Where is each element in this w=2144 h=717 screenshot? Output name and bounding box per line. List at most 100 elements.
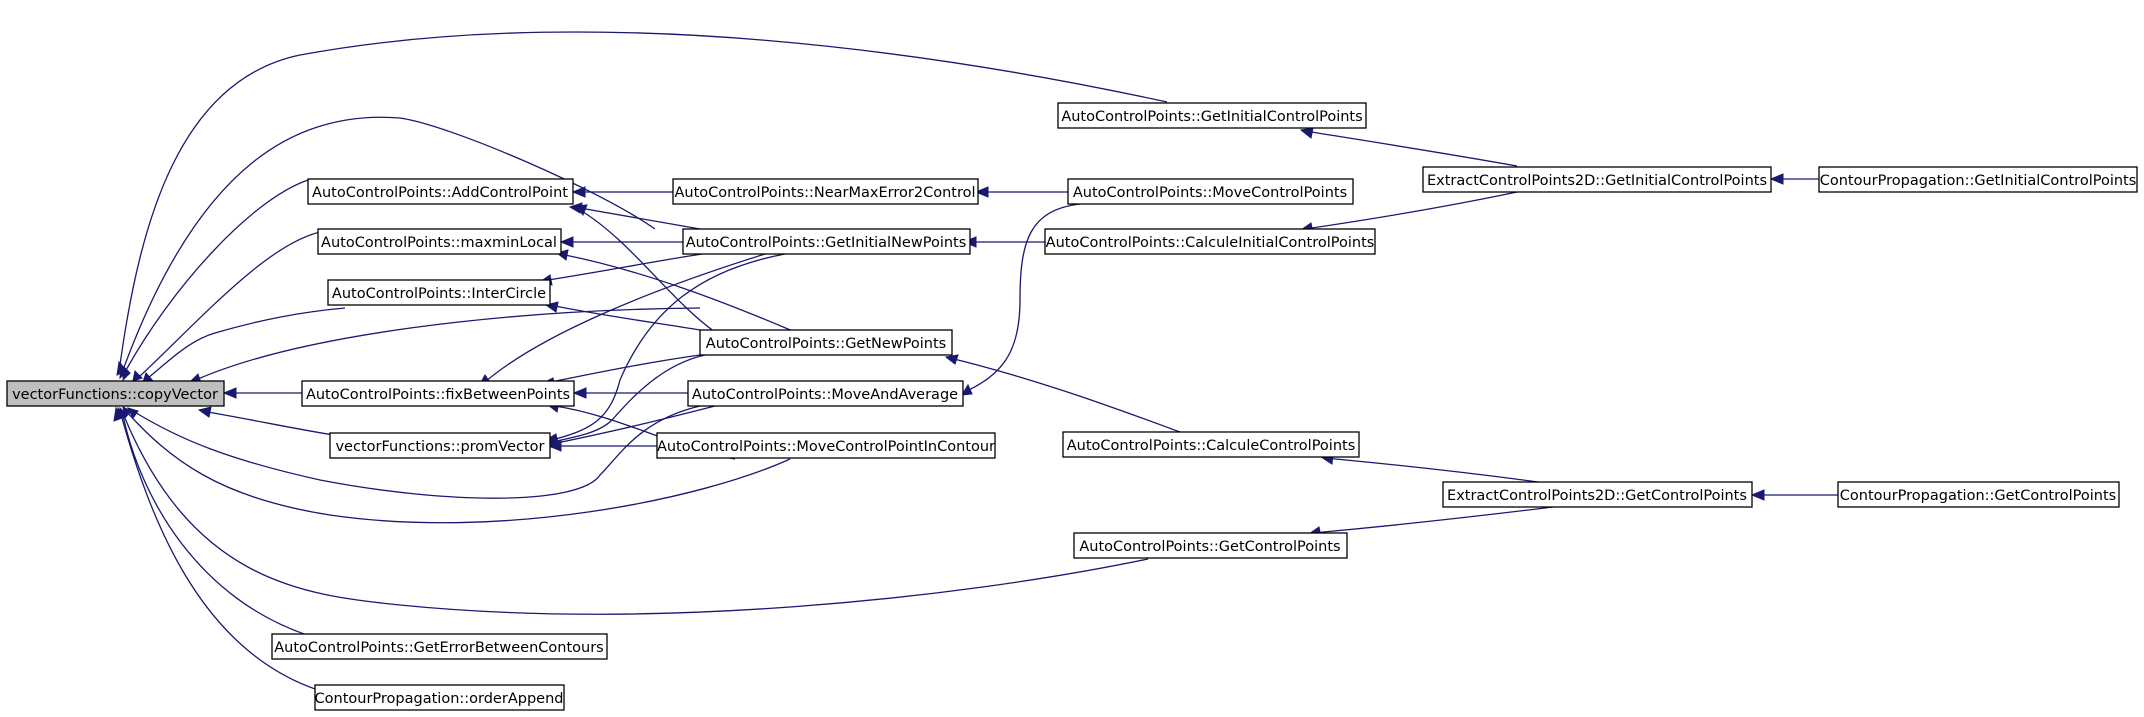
arrowhead	[575, 204, 588, 216]
node-addcontrolpoint[interactable]: AutoControlPoints::AddControlPoint	[307, 178, 574, 205]
node-label: AutoControlPoints::GetNewPoints	[706, 336, 946, 352]
edge-moveandaverage-to-promvector	[551, 405, 716, 445]
node-movecontrolpoints[interactable]: AutoControlPoints::MoveControlPoints	[1067, 178, 1354, 205]
node-geterrorbetweencontours[interactable]: AutoControlPoints::GetErrorBetweenContou…	[271, 633, 608, 660]
node-label: AutoControlPoints::CalculeControlPoints	[1067, 438, 1356, 454]
node-box	[307, 178, 574, 205]
edge-orderappend-to-copyvector	[119, 410, 319, 691]
edge-calculecontrolpoints-to-getnewpoints	[949, 357, 1181, 433]
arrowhead	[961, 383, 973, 396]
node-box	[1422, 166, 1772, 193]
arrowhead	[132, 369, 143, 382]
node-getinitialnewpoints[interactable]: AutoControlPoints::GetInitialNewPoints	[682, 228, 971, 255]
node-box	[1062, 431, 1360, 458]
node-calculecontrolpoints[interactable]: AutoControlPoints::CalculeControlPoints	[1062, 431, 1360, 458]
edge-ecp-getcontrol-to-acp-getcontrol	[1312, 506, 1554, 534]
node-label: AutoControlPoints::GetInitialNewPoints	[686, 235, 967, 251]
edge-movecontrolpoints-to-moveandaverage	[964, 203, 1081, 393]
node-box	[301, 380, 575, 407]
arrowhead	[122, 365, 131, 382]
arrowhead	[222, 387, 237, 399]
node-acp-getcontrolpoints[interactable]: AutoControlPoints::GetControlPoints	[1073, 532, 1348, 559]
node-label: AutoControlPoints::AddControlPoint	[312, 185, 568, 201]
edge-ecp-getinitial-to-acp-getinitial	[1304, 130, 1518, 167]
node-label: ContourPropagation::GetControlPoints	[1840, 488, 2116, 504]
node-movecontrolpointincontour[interactable]: AutoControlPoints::MoveControlPointInCon…	[656, 432, 996, 459]
edge-ecp-getinitial-to-calculeinitial	[1304, 191, 1518, 230]
node-label: AutoControlPoints::InterCircle	[332, 286, 546, 302]
edge-getnewpoints-to-maxminlocal	[564, 254, 796, 333]
node-calculeinitialcontrolpoints[interactable]: AutoControlPoints::CalculeInitialControl…	[1044, 228, 1376, 255]
nodes: vectorFunctions::copyVector AutoControlP…	[6, 102, 2138, 711]
node-nearmaxerror2control[interactable]: AutoControlPoints::NearMaxError2Control	[672, 178, 979, 205]
node-box	[317, 228, 562, 255]
node-ecp-getinitialcontrolpoints[interactable]: ExtractControlPoints2D::GetInitialContro…	[1422, 166, 1772, 193]
edge-maxminlocal-to-copyvector	[139, 230, 326, 377]
node-orderappend[interactable]: ContourPropagation::orderAppend	[314, 684, 565, 711]
node-box	[327, 279, 551, 306]
arrowhead	[547, 440, 562, 452]
node-label: vectorFunctions::promVector	[335, 439, 544, 455]
node-label: AutoControlPoints::NearMaxError2Control	[675, 185, 976, 201]
node-fixbetweenpoints[interactable]: AutoControlPoints::fixBetweenPoints	[301, 380, 575, 407]
node-label: AutoControlPoints::GetControlPoints	[1079, 539, 1340, 555]
edge-getinitialnewpoints-to-addcontrolpoint	[579, 207, 701, 230]
edge-intercircle-to-copyvector	[147, 307, 346, 379]
edge-getinitialnewpoints-to-fixbetweenpoints	[484, 253, 766, 383]
node-label: AutoControlPoints::GetErrorBetweenContou…	[274, 640, 604, 656]
arrowhead	[559, 236, 574, 248]
node-label: ContourPropagation::orderAppend	[315, 691, 564, 707]
node-box	[1442, 481, 1753, 508]
node-label: AutoControlPoints::MoveControlPointInCon…	[657, 439, 995, 455]
node-box	[6, 380, 225, 407]
node-box	[656, 432, 996, 459]
arrowhead	[197, 406, 212, 418]
node-label: AutoControlPoints::MoveAndAverage	[692, 387, 958, 403]
node-acp-getinitialcontrolpoints[interactable]: AutoControlPoints::GetInitialControlPoin…	[1057, 102, 1367, 129]
edge-getnewpoints-to-intercircle	[554, 305, 701, 331]
node-box	[1057, 102, 1367, 129]
edge-ecp-getcontrol-to-calculecontrol	[1324, 457, 1554, 485]
edge-getinitialnewpoints-to-promvector	[551, 253, 786, 441]
node-maxminlocal[interactable]: AutoControlPoints::maxminLocal	[317, 228, 562, 255]
node-cp-getinitialcontrolpoints[interactable]: ContourPropagation::GetInitialControlPoi…	[1818, 166, 2138, 193]
node-label: AutoControlPoints::fixBetweenPoints	[306, 387, 570, 403]
node-box	[699, 329, 953, 356]
node-label: ContourPropagation::GetInitialControlPoi…	[1820, 173, 2137, 189]
node-box	[329, 432, 551, 459]
edge-getinitialnewpoints-to-intercircle	[547, 253, 703, 281]
node-box	[271, 633, 608, 660]
node-label: vectorFunctions::copyVector	[12, 387, 218, 403]
node-promvector[interactable]: vectorFunctions::promVector	[329, 432, 551, 459]
node-intercircle[interactable]: AutoControlPoints::InterCircle	[327, 279, 551, 306]
node-ecp-getcontrolpoints[interactable]: ExtractControlPoints2D::GetControlPoints	[1442, 481, 1753, 508]
edge-addcontrolpoint-to-copyvector	[124, 179, 309, 373]
node-box	[687, 380, 964, 407]
node-box	[1067, 178, 1354, 205]
node-label: AutoControlPoints::MoveControlPoints	[1073, 185, 1347, 201]
arrowhead	[944, 354, 959, 365]
edge-getnewpoints-to-copyvector	[197, 307, 701, 380]
node-box	[1818, 166, 2138, 193]
node-label: AutoControlPoints::GetInitialControlPoin…	[1061, 109, 1362, 125]
node-box	[682, 228, 971, 255]
edge-promvector-to-copyvector	[201, 410, 341, 437]
edge-getnewpoints-to-promvector	[551, 354, 706, 443]
arrowhead	[974, 186, 989, 198]
edge-getnewpoints-to-addcontrolpoint	[579, 209, 716, 333]
arrowhead	[113, 406, 123, 422]
node-label: ExtractControlPoints2D::GetControlPoints	[1447, 488, 1747, 504]
node-box	[1073, 532, 1348, 559]
node-moveandaverage[interactable]: AutoControlPoints::MoveAndAverage	[687, 380, 964, 407]
node-getnewpoints[interactable]: AutoControlPoints::GetNewPoints	[699, 329, 953, 356]
node-box	[1044, 228, 1376, 255]
node-cp-getcontrolpoints[interactable]: ContourPropagation::GetControlPoints	[1837, 481, 2120, 508]
edge-acp-getinitialcontrolpoints-to-copyvector	[119, 31, 1168, 366]
edge-acp-getcontrolpoints-to-copyvector	[121, 410, 1149, 615]
arrowhead	[571, 186, 586, 198]
node-copyvector[interactable]: vectorFunctions::copyVector	[6, 380, 225, 407]
arrowhead	[1299, 127, 1314, 139]
node-box	[314, 684, 565, 711]
node-box	[672, 178, 979, 205]
